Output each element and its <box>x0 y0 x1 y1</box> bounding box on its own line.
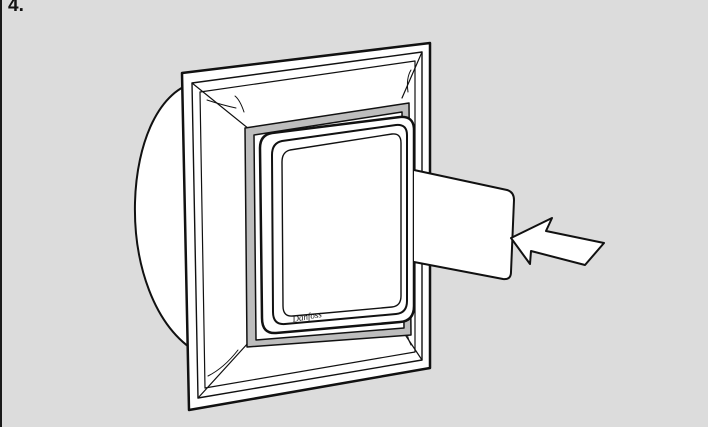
card <box>413 169 515 281</box>
step-number: 4. <box>8 0 24 16</box>
thermostat-module: Danfoss <box>258 115 416 335</box>
insertion-arrow-icon <box>510 217 605 266</box>
back-housing <box>134 81 199 354</box>
